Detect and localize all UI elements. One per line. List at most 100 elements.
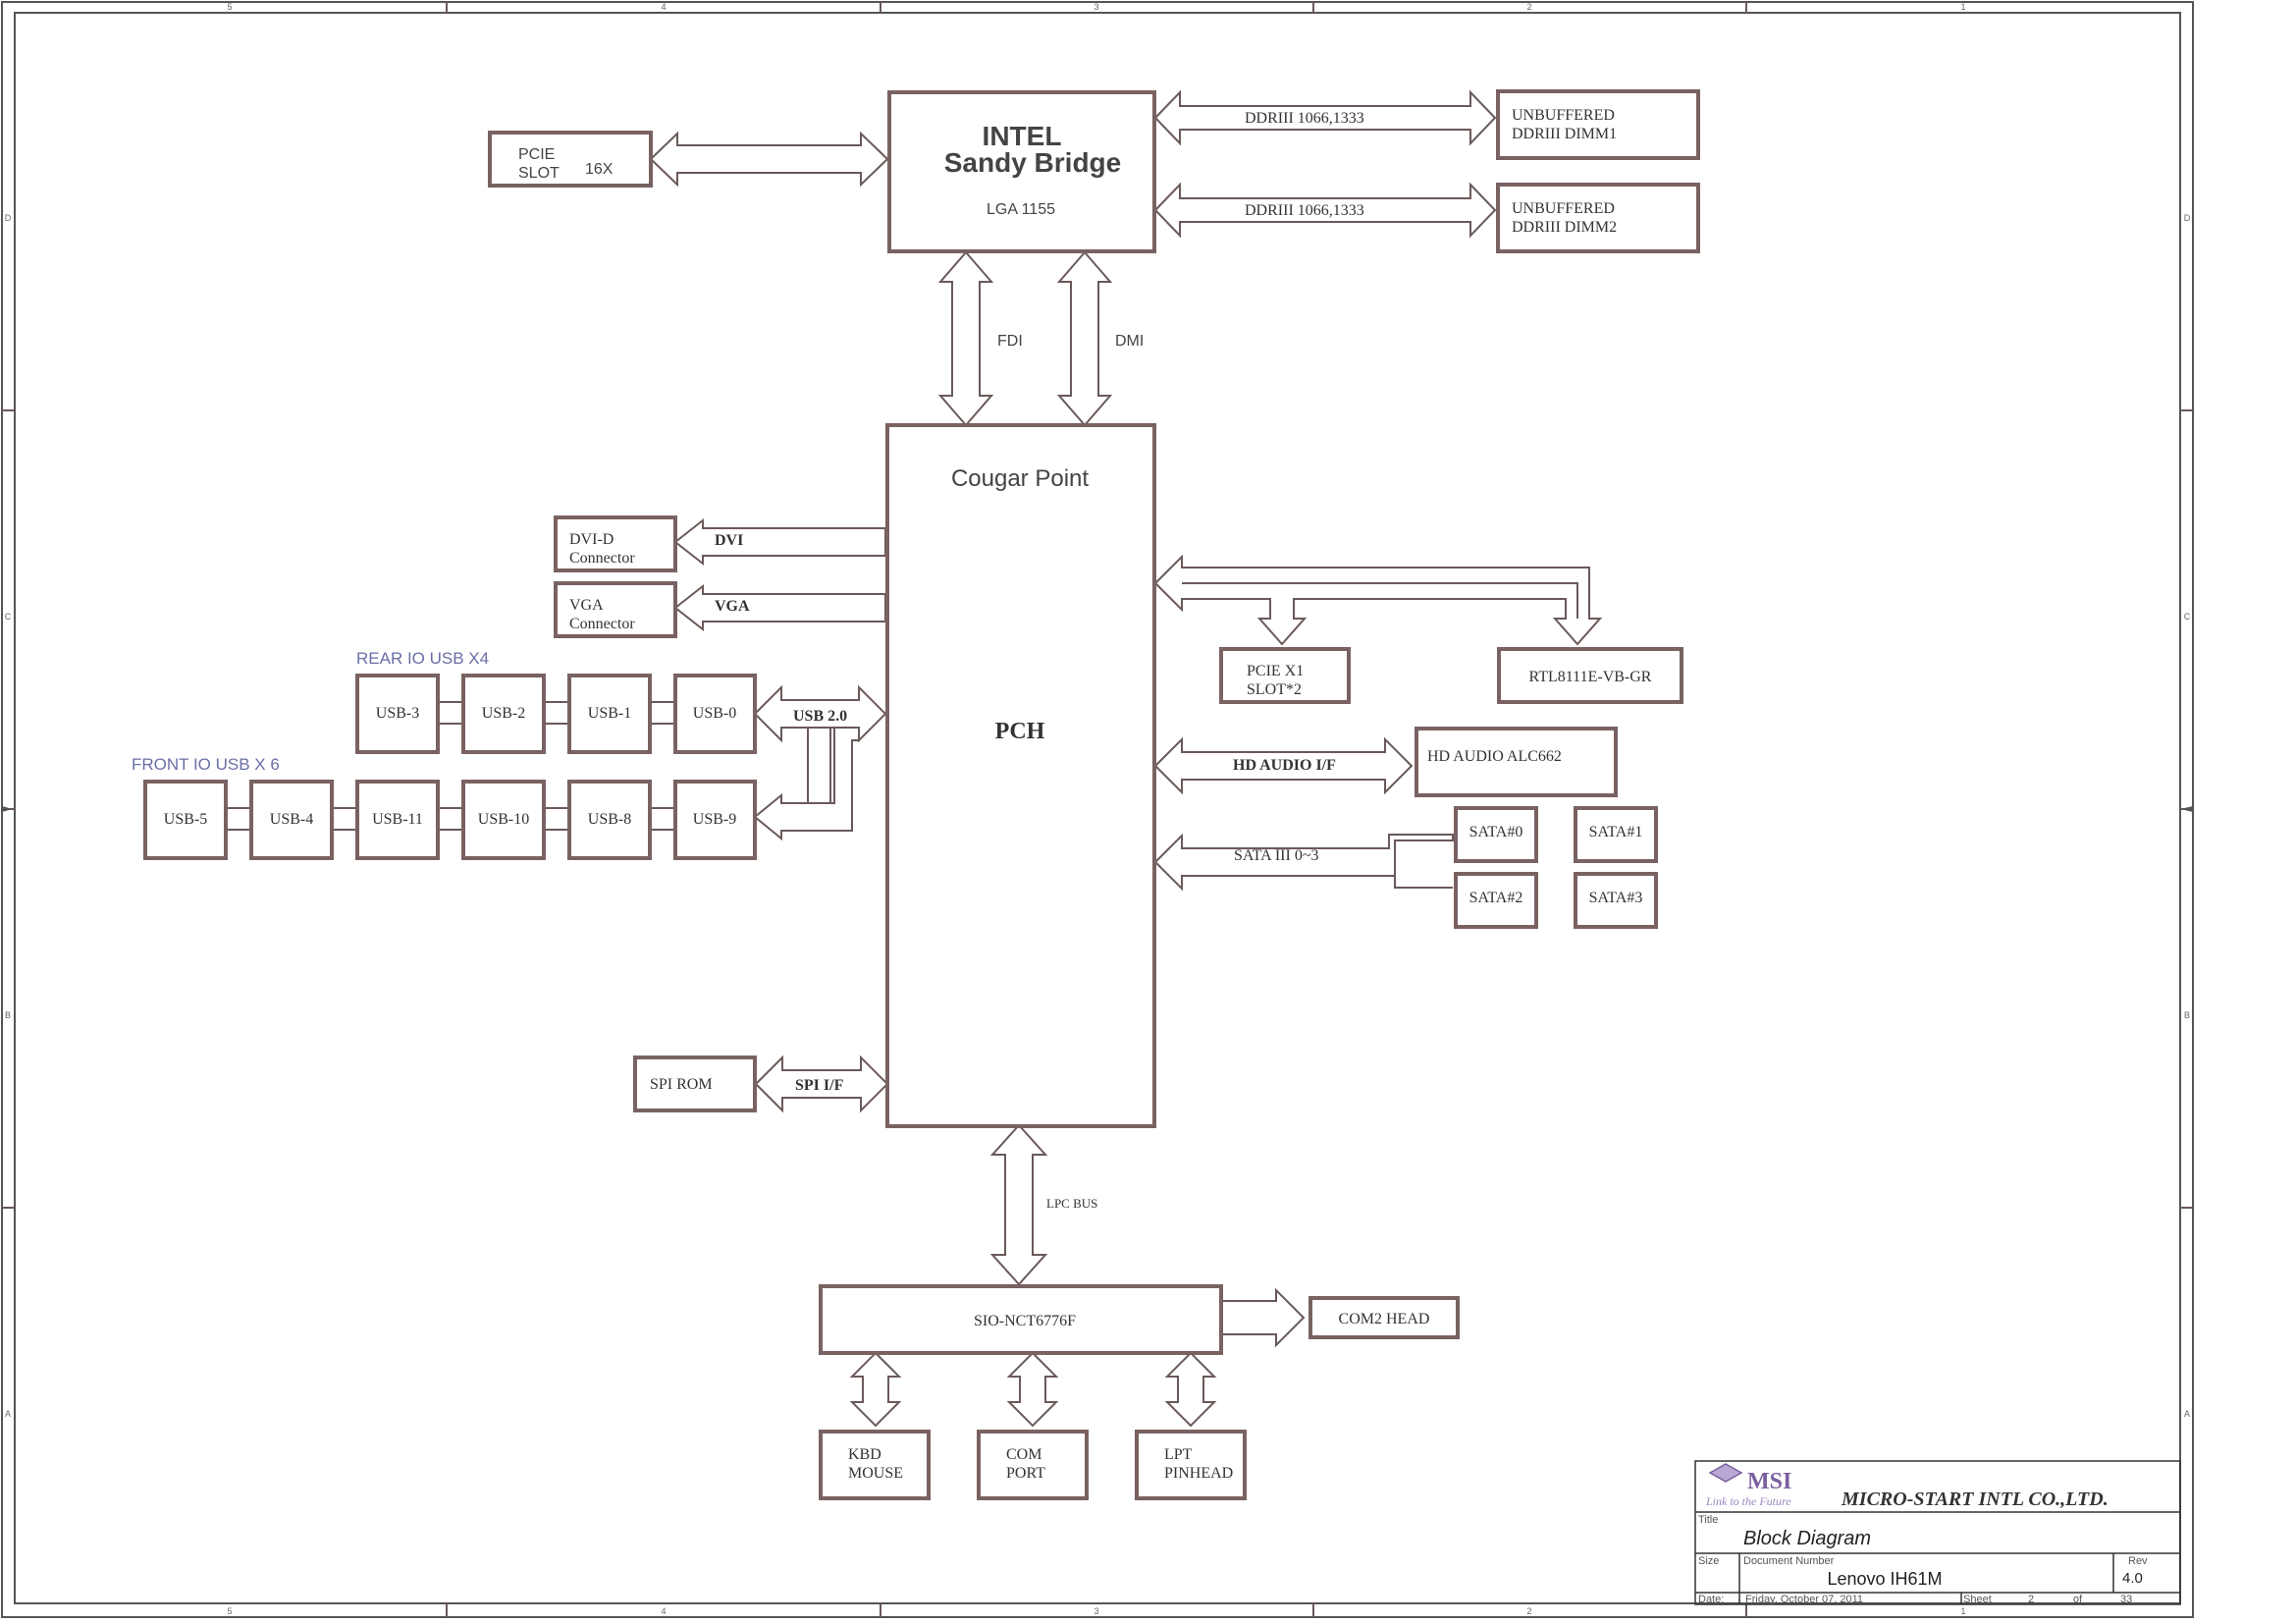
date-field-label: Date:: [1698, 1594, 1724, 1605]
diagram-title: Block Diagram: [1743, 1528, 1871, 1549]
pch-block: Cougar Point PCH: [885, 423, 1156, 1128]
dmi-bus-arrow: [1056, 250, 1113, 427]
kbd-mouse-block: KBD MOUSE: [819, 1430, 931, 1500]
pcie16-line2: SLOT: [518, 165, 560, 182]
ddr-bus-1-arrow: [1153, 89, 1497, 146]
grid-row-d-right: D: [2184, 213, 2191, 223]
com-bus-arrow: [1006, 1351, 1059, 1428]
sata-bus-arrow: [1153, 833, 1454, 892]
bus-arrows: [649, 89, 1603, 1428]
pcie-lan-bus-arrow: [1153, 554, 1603, 646]
usb-collector-line-1: [781, 727, 809, 804]
sio-chip-block: SIO-NCT6776F: [819, 1284, 1223, 1355]
dvi-connector-block: DVI-D Connector: [554, 515, 677, 572]
size-field-label: Size: [1698, 1555, 1719, 1567]
lpt-line1: LPT: [1164, 1446, 1193, 1463]
dimm1-block: UNBUFFERED DDRIII DIMM1: [1496, 89, 1700, 160]
pcie-lan-inner-line: [1182, 582, 1578, 619]
usb-port-label: USB-5: [164, 811, 207, 828]
usb-port-block: USB-4: [249, 780, 334, 860]
front-usb-title: FRONT IO USB X 6: [132, 755, 280, 774]
usb-port-label: USB-11: [372, 811, 423, 828]
grid-col-3-top: 3: [1094, 2, 1098, 12]
vga-line2: Connector: [569, 616, 635, 632]
total-sheets: 33: [2120, 1594, 2132, 1605]
spi-rom-label: SPI ROM: [650, 1076, 713, 1093]
lpt-pinhead-block: LPT PINHEAD: [1135, 1430, 1247, 1500]
usb-port-label: USB-10: [478, 811, 529, 828]
dimm2-line2: DDRIII DIMM2: [1512, 219, 1617, 236]
sheet-number: 2: [2028, 1594, 2034, 1605]
pcie16-bus-arrow: [649, 131, 889, 188]
grid-row-a-right: A: [2184, 1409, 2190, 1419]
usb-port-block: USB-3: [355, 674, 440, 754]
ddr-bus-2-arrow: [1153, 182, 1497, 239]
usb-port-block: USB-11: [355, 780, 440, 860]
grid-row-b-left: B: [5, 1010, 11, 1020]
usb-port-label: USB-8: [588, 811, 631, 828]
com2-header-label: COM2 HEAD: [1339, 1311, 1430, 1327]
revision: 4.0: [2122, 1570, 2143, 1587]
usb-port-block: USB-8: [567, 780, 652, 860]
date-value: Friday, October 07, 2011: [1745, 1594, 1863, 1605]
company-name: MICRO-START INTL CO.,LTD.: [1841, 1489, 2109, 1510]
kbd-line1: KBD: [848, 1446, 881, 1463]
usb-port-label: USB-0: [693, 705, 736, 722]
usb-port-label: USB-3: [376, 705, 419, 722]
pcie-x1-slot-block: PCIE X1 SLOT*2: [1219, 647, 1351, 704]
sata-port-block: SATA#1: [1574, 806, 1658, 863]
fdi-bus-arrow: [937, 250, 994, 427]
sata-port-label: SATA#3: [1589, 890, 1643, 906]
usb-bus-label: USB 2.0: [793, 708, 847, 725]
dimm2-block: UNBUFFERED DDRIII DIMM2: [1496, 183, 1700, 253]
com-line1: COM: [1006, 1446, 1041, 1463]
sata-port-label: SATA#1: [1589, 824, 1643, 840]
lpc-bus-arrow: [989, 1123, 1048, 1286]
com-port-block: COM PORT: [977, 1430, 1089, 1500]
pcie-x1-line1: PCIE X1: [1247, 663, 1304, 679]
dvi-bus-arrow: [673, 517, 886, 567]
grid-col-2-bottom: 2: [1526, 1606, 1531, 1616]
usb-front-arrow: [753, 727, 860, 841]
usb-port-block: USB-1: [567, 674, 652, 754]
ddr-bus-2-label: DDRIII 1066,1333: [1245, 202, 1364, 219]
lpc-bus-label: LPC BUS: [1046, 1196, 1097, 1211]
usb-port-label: USB-2: [482, 705, 525, 722]
grid-row-d-left: D: [5, 213, 12, 223]
document-number: Lenovo IH61M: [1827, 1569, 1942, 1589]
grid-row-a-left: A: [5, 1409, 11, 1419]
usb-port-block: USB-10: [461, 780, 546, 860]
of-label: of: [2073, 1594, 2083, 1605]
audio-codec-label: HD AUDIO ALC662: [1427, 748, 1562, 765]
spi-rom-block: SPI ROM: [633, 1056, 757, 1112]
drawing-frame: 5 4 3 2 1 5 4 3 2 1 D C B A D C B A: [1, 1, 2194, 1618]
cpu-socket: LGA 1155: [987, 201, 1055, 218]
audio-codec-block: HD AUDIO ALC662: [1415, 727, 1618, 797]
sata-port-block: SATA#0: [1454, 806, 1538, 863]
dimm1-line1: UNBUFFERED: [1512, 107, 1615, 124]
grid-col-2-top: 2: [1526, 2, 1531, 12]
title-field-label: Title: [1698, 1514, 1718, 1526]
pcie16-line1: PCIE: [518, 146, 555, 163]
logo-slogan: Link to the Future: [1705, 1494, 1791, 1508]
grid-col-1-bottom: 1: [1960, 1606, 1965, 1616]
usb-port-label: USB-1: [588, 705, 631, 722]
dimm1-line2: DDRIII DIMM1: [1512, 126, 1617, 142]
pch-title: Cougar Point: [951, 465, 1089, 492]
grid-row-b-right: B: [2184, 1010, 2190, 1020]
com2-header-block: COM2 HEAD: [1308, 1296, 1460, 1339]
audio-bus-label: HD AUDIO I/F: [1233, 757, 1336, 774]
cpu-block: INTEL Sandy Bridge LGA 1155: [887, 90, 1156, 253]
com2-bus-arrow: [1220, 1287, 1306, 1348]
pcie16-slot-block: PCIE SLOT 16X: [488, 131, 653, 188]
vga-connector-block: VGA Connector: [554, 581, 677, 638]
logo-text: MSI: [1747, 1469, 1791, 1494]
sio-chip-label: SIO-NCT6776F: [974, 1313, 1076, 1329]
dvi-bus-label: DVI: [715, 532, 743, 549]
spi-bus-label: SPI I/F: [795, 1077, 844, 1094]
dmi-label: DMI: [1115, 333, 1144, 350]
dvi-line1: DVI-D: [569, 531, 614, 548]
usb-port-block: USB-9: [673, 780, 757, 860]
usb-port-label: USB-4: [270, 811, 313, 828]
